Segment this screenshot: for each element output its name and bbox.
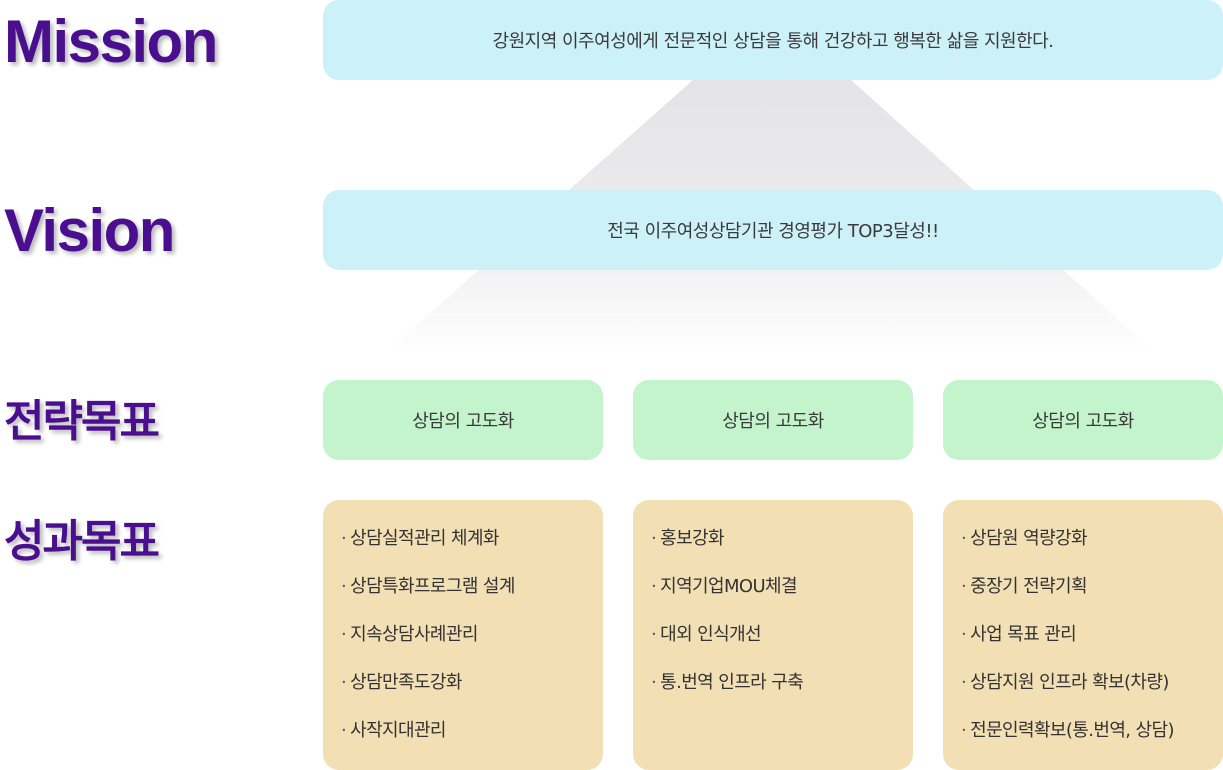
strategic-goal-text: 상담의 고도화: [1032, 411, 1134, 432]
performance-goal-box-1: ·상담실적관리 체계화 ·상담특화프로그램 설계 ·지속상담사례관리 ·상담만족…: [323, 500, 603, 770]
bullet: ·: [341, 528, 347, 549]
performance-goal-item: ·지역기업MOU체결: [651, 576, 798, 597]
strategic-goal-box-3: 상담의 고도화: [943, 380, 1223, 460]
bullet: ·: [651, 672, 657, 693]
performance-goal-box-3: ·상담원 역량강화 ·중장기 전략기획 ·사업 목표 관리 ·상담지원 인프라 …: [943, 500, 1223, 770]
bullet: ·: [651, 576, 657, 597]
performance-goal-item: ·통.번역 인프라 구축: [651, 672, 804, 693]
performance-goal-item: ·사업 목표 관리: [961, 624, 1077, 645]
performance-goal-item: ·지속상담사례관리: [341, 624, 478, 645]
vision-label: Vision: [4, 197, 175, 264]
performance-goal-item: ·홍보강화: [651, 528, 725, 549]
performance-goal-item: ·상담실적관리 체계화: [341, 528, 499, 549]
bullet: ·: [341, 720, 347, 741]
performance-goal-item: ·대외 인식개선: [651, 624, 762, 645]
performance-goal-item: ·중장기 전략기획: [961, 576, 1088, 597]
bullet: ·: [341, 672, 347, 693]
bullet: ·: [961, 672, 967, 693]
mission-banner: 강원지역 이주여성에게 전문적인 상담을 통해 건강하고 행복한 삶을 지원한다…: [323, 0, 1223, 80]
bullet: ·: [651, 624, 657, 645]
bullet: ·: [651, 528, 657, 549]
performance-goal-item: ·사작지대관리: [341, 720, 446, 741]
performance-goal-label: 성과목표: [4, 516, 160, 567]
mission-label: Mission: [4, 8, 218, 75]
strategic-goal-box-1: 상담의 고도화: [323, 380, 603, 460]
vision-text: 전국 이주여성상담기관 경영평가 TOP3달성!!: [607, 221, 939, 242]
performance-goal-item: ·상담특화프로그램 설계: [341, 576, 515, 597]
performance-goal-item: ·상담원 역량강화: [961, 528, 1088, 549]
performance-goal-item: ·상담지원 인프라 확보(차량): [961, 672, 1169, 693]
bullet: ·: [961, 720, 967, 741]
performance-goal-item: ·상담만족도강화: [341, 672, 462, 693]
mission-text: 강원지역 이주여성에게 전문적인 상담을 통해 건강하고 행복한 삶을 지원한다…: [492, 31, 1054, 52]
bullet: ·: [961, 624, 967, 645]
bullet: ·: [961, 528, 967, 549]
performance-goal-item: ·전문인력확보(통.번역, 상담): [961, 720, 1175, 741]
strategic-goal-text: 상담의 고도화: [722, 411, 824, 432]
bullet: ·: [961, 576, 967, 597]
strategic-goal-label: 전략목표: [4, 396, 160, 447]
strategic-goal-box-2: 상담의 고도화: [633, 380, 913, 460]
strategic-goal-text: 상담의 고도화: [412, 411, 514, 432]
bullet: ·: [341, 624, 347, 645]
bullet: ·: [341, 576, 347, 597]
performance-goal-box-2: ·홍보강화 ·지역기업MOU체결 ·대외 인식개선 ·통.번역 인프라 구축: [633, 500, 913, 770]
vision-banner: 전국 이주여성상담기관 경영평가 TOP3달성!!: [323, 190, 1223, 270]
